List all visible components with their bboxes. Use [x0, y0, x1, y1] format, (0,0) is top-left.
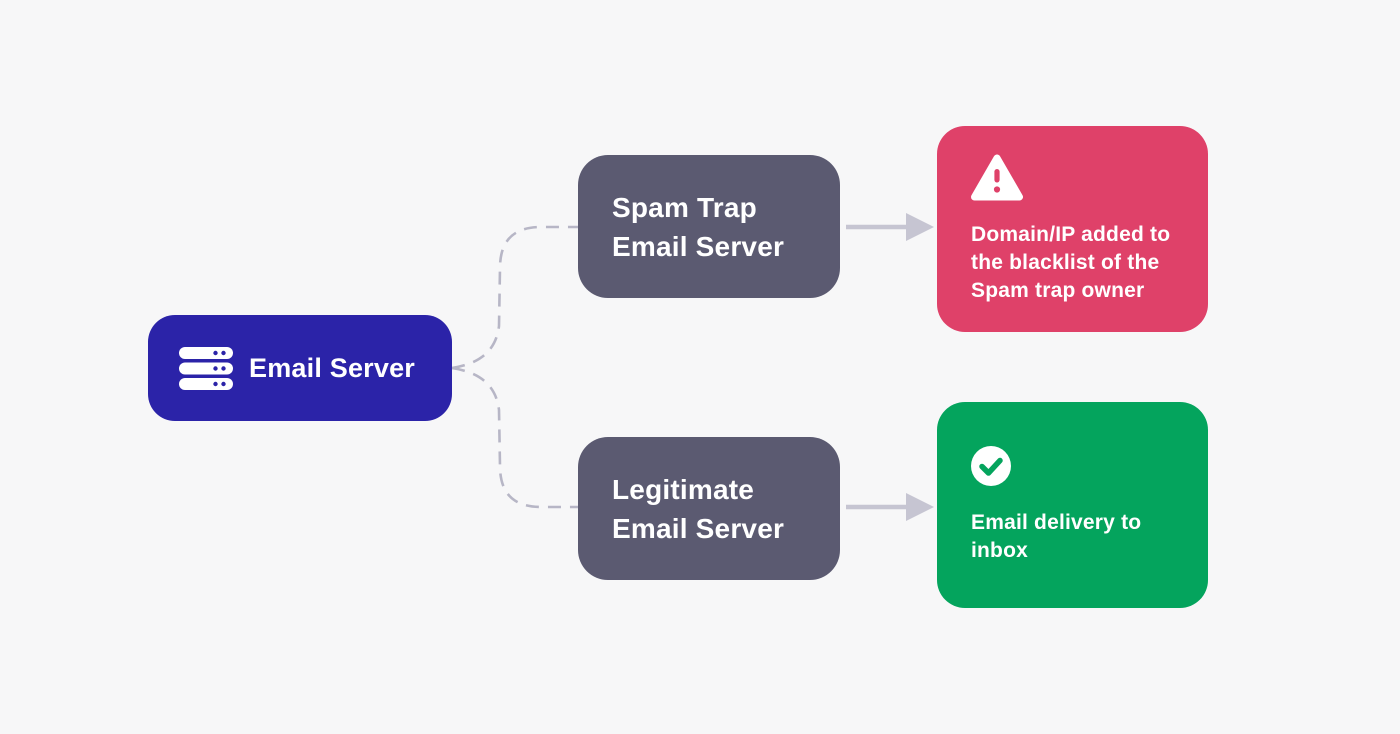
email-server-node: Email Server [148, 315, 452, 421]
blacklist-text-line1: Domain/IP added to [971, 223, 1171, 246]
dashed-branch-to-spam-trap [451, 225, 578, 370]
legitimate-server-node: Legitimate Email Server [578, 437, 840, 580]
spam-trap-label-line1: Spam Trap [612, 191, 757, 223]
inbox-outcome-card: Email delivery to inbox [937, 402, 1208, 608]
inbox-text-line2: inbox [971, 538, 1028, 562]
email-server-label: Email Server [249, 352, 416, 383]
blacklist-text-line2: the blacklist of the [971, 251, 1160, 274]
dashed-branch-to-legitimate [451, 366, 578, 509]
spam-trap-server-node: Spam Trap Email Server [578, 155, 840, 298]
inbox-text-line1: Email delivery to [971, 510, 1142, 534]
blacklist-text-line3: Spam trap owner [971, 279, 1145, 302]
check-circle-icon [971, 445, 1011, 486]
blacklist-outcome-card: Domain/IP added to the blacklist of the … [937, 126, 1208, 332]
spam-trap-label-line2: Email Server [612, 230, 785, 262]
legitimate-label-line2: Email Server [612, 512, 785, 544]
server-stack-icon [179, 346, 233, 390]
legitimate-label-line1: Legitimate [612, 473, 755, 505]
arrow-legitimate-to-inbox [846, 493, 934, 521]
arrow-spam-to-blacklist [846, 213, 934, 241]
warning-triangle-icon [971, 153, 1023, 201]
